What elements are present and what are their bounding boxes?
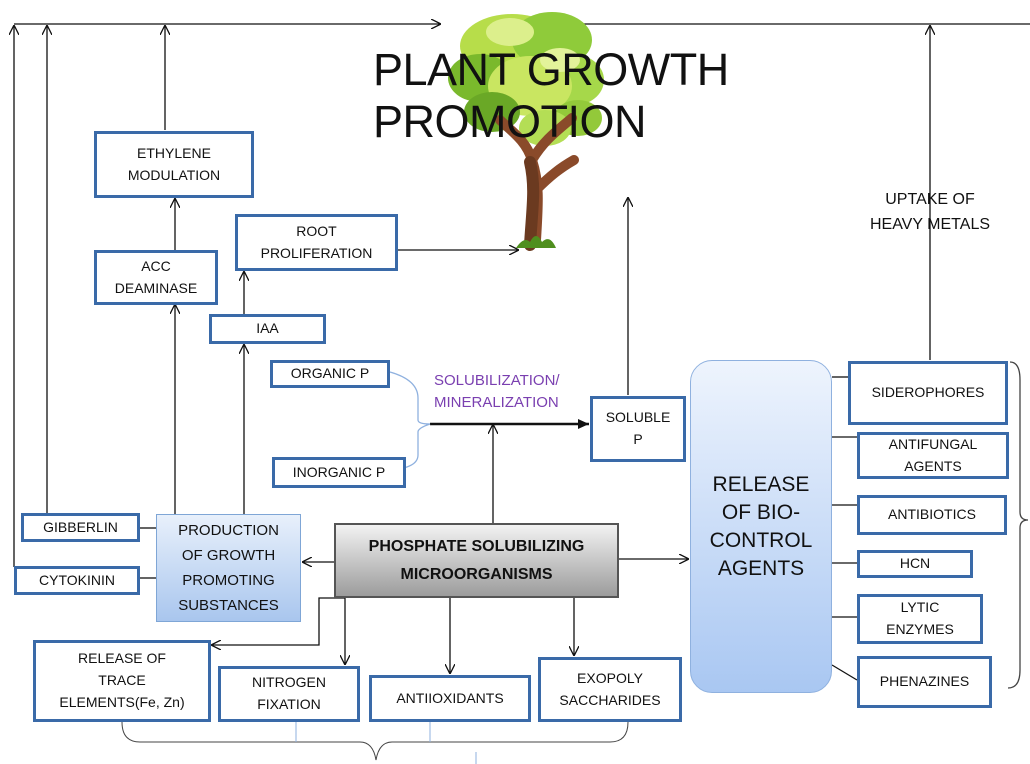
growth-substances-box: PRODUCTION OF GROWTH PROMOTING SUBSTANCE… [156,514,301,622]
phenazines-box: PHENAZINES [857,656,992,708]
cytokinin-box: CYTOKININ [14,566,140,595]
solubilization-label: SOLUBILIZATION/ MINERALIZATION [434,372,560,411]
tree-illustration [448,12,604,251]
antibiotics-box: ANTIBIOTICS [857,495,1007,535]
page-title: PLANT GROWTH PROMOTION [373,44,729,147]
iaa-box: IAA [209,314,326,344]
organic-p-box: ORGANIC P [270,360,390,388]
heavy-metals-label: UPTAKE OF HEAVY METALS [869,191,991,233]
inorganic-p-box: INORGANIC P [272,457,406,488]
biocontrol-agents-box: RELEASE OF BIO- CONTROL AGENTS [690,360,832,693]
siderophores-box: SIDEROPHORES [848,361,1008,425]
gibberlin-box: GIBBERLIN [21,513,140,542]
antioxidants-box: ANTIIOXIDANTS [369,675,531,722]
hcn-box: HCN [857,550,973,578]
